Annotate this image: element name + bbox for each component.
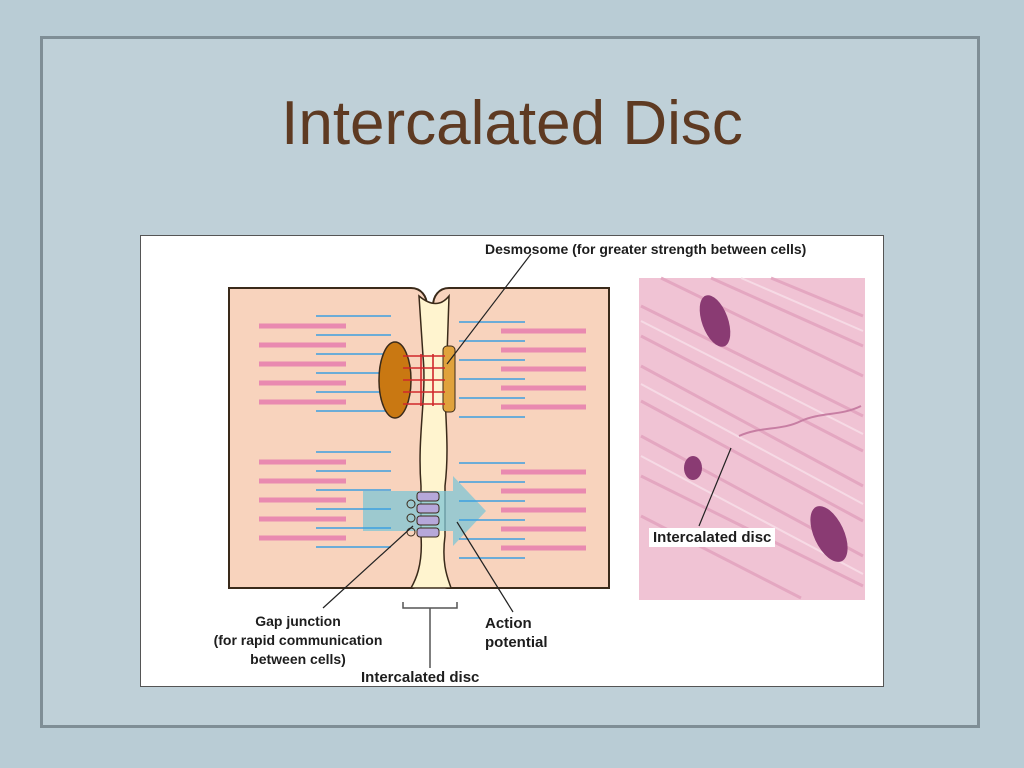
micrograph-callout-line	[698, 447, 732, 527]
slide-title: Intercalated Disc	[281, 89, 743, 158]
desmosome-callout-line	[446, 253, 532, 365]
gap-junction-detail-1: (for rapid communication	[213, 632, 383, 648]
intercalated-disc-bracket	[402, 602, 458, 668]
gap-junction-title: Gap junction	[255, 613, 341, 629]
gap-junction-label: Gap junction (for rapid communication be…	[193, 612, 403, 669]
action-potential-line-1: Action	[485, 615, 532, 632]
desmosome	[378, 341, 456, 419]
gap-junction-callout-line	[322, 525, 414, 609]
intercalated-disc-mark	[738, 405, 862, 437]
action-potential-callout-line	[456, 521, 514, 613]
right-myofibrils	[501, 328, 586, 551]
gap-junction	[416, 491, 440, 538]
right-filaments	[459, 321, 525, 559]
intercalated-disc-label: Intercalated disc	[361, 669, 480, 686]
left-cell	[228, 287, 428, 589]
nucleus-top	[699, 295, 731, 347]
left-filaments	[316, 315, 391, 548]
figure-panel: Desmosome (for greater strength between …	[140, 235, 884, 687]
nucleus-bottom	[810, 506, 848, 562]
micrograph	[639, 276, 865, 600]
micrograph-label: Intercalated disc	[649, 528, 776, 547]
action-potential-line-2: potential	[485, 634, 548, 651]
desmosome-label: Desmosome (for greater strength between …	[485, 241, 807, 257]
action-potential-label: Action potential	[485, 614, 548, 652]
gap-junction-detail-2: between cells)	[250, 651, 346, 667]
nucleus-middle	[684, 456, 702, 480]
left-myofibrils	[259, 323, 346, 541]
